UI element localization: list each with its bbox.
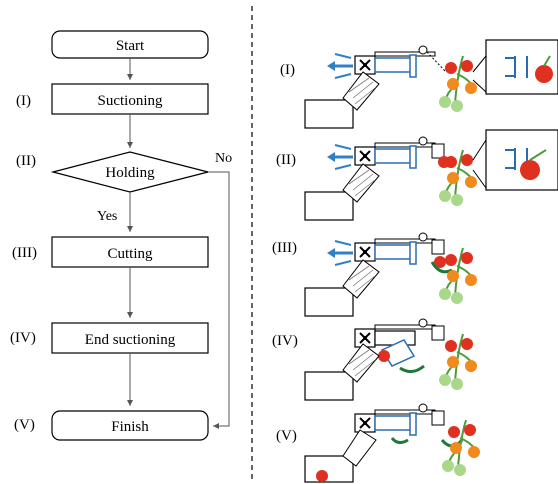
start-label: Start	[116, 38, 145, 54]
panel-label-3: (III)	[272, 240, 297, 256]
panel-label-2: (II)	[276, 152, 296, 168]
end-suctioning-label: End suctioning	[85, 332, 176, 348]
step-roman-3: (III)	[12, 245, 37, 261]
panel-5-illustration	[304, 403, 481, 483]
cutting-box	[51, 236, 209, 268]
holding-label: Holding	[105, 165, 155, 181]
tomato-truss	[438, 55, 478, 113]
panel-label-5: (V)	[276, 428, 297, 444]
collection-bin	[304, 71, 380, 129]
step-roman-4: (IV)	[10, 330, 36, 346]
panel-4-illustration	[304, 318, 478, 401]
panel-1-illustration	[304, 39, 558, 129]
tomato-icon	[535, 65, 553, 83]
flow-arrow-no-finish	[208, 171, 230, 429]
fan-icon	[354, 55, 376, 75]
panel-label-4: (IV)	[272, 333, 298, 349]
panel-3-illustration	[304, 232, 478, 317]
step-roman-5: (V)	[14, 417, 35, 433]
suctioning-label: Suctioning	[97, 93, 163, 109]
end-suctioning-box	[51, 322, 209, 354]
suction-tube	[374, 57, 416, 73]
finish-terminal	[51, 410, 209, 441]
yes-label: Yes	[97, 209, 117, 224]
step-roman-2: (II)	[16, 153, 36, 169]
panel-2-illustration	[304, 129, 558, 221]
tube-swing	[380, 339, 416, 367]
suctioning-box	[51, 83, 209, 115]
no-label: No	[215, 151, 232, 166]
suction-arrow-icon	[325, 52, 355, 80]
panel-label-1: (I)	[280, 62, 295, 78]
finish-label: Finish	[111, 419, 149, 435]
cutting-label: Cutting	[107, 246, 153, 262]
step-roman-1: (I)	[16, 93, 31, 109]
